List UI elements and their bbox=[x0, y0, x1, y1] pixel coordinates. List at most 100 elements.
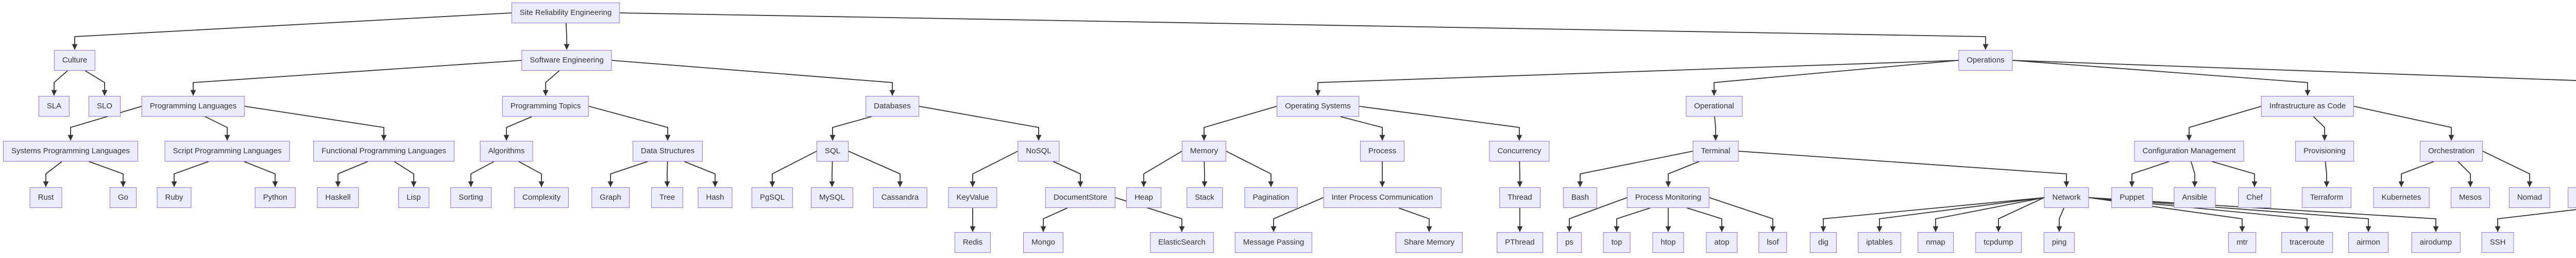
node-mesos: Mesos bbox=[2450, 187, 2490, 208]
node-share-memory: Share Memory bbox=[1395, 232, 1463, 253]
edge-software-engineering-to-programming-languages bbox=[190, 60, 522, 96]
node-heap: Heap bbox=[1126, 187, 1161, 208]
node-kubernetes: Kubernetes bbox=[2373, 187, 2430, 208]
edge-process-monitoring-to-atop bbox=[1687, 207, 1725, 232]
node-airmon: airmon bbox=[2348, 232, 2388, 253]
node-sql: SQL bbox=[816, 141, 849, 162]
node-systems-pl: Systems Programming Languages bbox=[3, 141, 139, 162]
node-puppet: Puppet bbox=[2111, 187, 2153, 208]
edge-sql-to-mysql bbox=[829, 161, 835, 187]
node-nosql: NoSQL bbox=[1018, 141, 1060, 162]
node-bash: Bash bbox=[1563, 187, 1598, 208]
node-terraform: Terraform bbox=[2301, 187, 2352, 208]
edge-sre-to-software-engineering bbox=[564, 23, 570, 50]
node-provisioning: Provisioning bbox=[2295, 141, 2354, 162]
edge-terminal-to-bash bbox=[1577, 151, 1693, 187]
node-lisp: Lisp bbox=[398, 187, 429, 208]
node-process-monitoring: Process Monitoring bbox=[1626, 187, 1710, 208]
edge-programming-topics-to-algorithms bbox=[503, 116, 532, 141]
node-airodump: airodump bbox=[2411, 232, 2461, 253]
node-sorting: Sorting bbox=[450, 187, 492, 208]
edge-functional-pl-to-lisp bbox=[394, 161, 417, 187]
edge-orchestration-to-kubernetes bbox=[2398, 161, 2434, 187]
edge-culture-to-sla bbox=[51, 70, 68, 96]
edge-operational-to-terminal bbox=[1713, 116, 1719, 141]
edge-config-mgmt-to-puppet bbox=[2129, 161, 2170, 187]
edge-operating-systems-to-concurrency bbox=[1359, 106, 1522, 141]
edge-sre-to-culture bbox=[72, 12, 512, 50]
node-documentstore: DocumentStore bbox=[1045, 187, 1116, 208]
node-traceroute: traceroute bbox=[2281, 232, 2333, 253]
node-thread: Thread bbox=[1499, 187, 1540, 208]
node-python: Python bbox=[255, 187, 296, 208]
node-complexity: Complexity bbox=[514, 187, 569, 208]
edge-process-monitoring-to-ps bbox=[1566, 197, 1628, 232]
edge-iac-to-config-mgmt bbox=[2186, 106, 2262, 141]
edge-terminal-to-process-monitoring bbox=[1665, 161, 1700, 187]
edge-process-monitoring-to-lsof bbox=[1709, 197, 1776, 232]
node-script-pl: Script Programming Languages bbox=[164, 141, 290, 162]
edge-memory-to-pagination bbox=[1226, 151, 1274, 187]
node-ps: ps bbox=[1557, 232, 1582, 253]
edge-concurrency-to-thread bbox=[1517, 161, 1523, 187]
edge-functional-pl-to-haskell bbox=[335, 161, 368, 187]
edge-network-to-ping bbox=[2056, 207, 2064, 232]
node-go: Go bbox=[109, 187, 137, 208]
edge-operations-to-iac bbox=[2012, 60, 2311, 96]
edge-data-structures-to-hash bbox=[684, 161, 718, 187]
edge-network-to-tcpdump bbox=[1995, 197, 2044, 232]
node-operations: Operations bbox=[1958, 50, 2013, 71]
edge-network-to-nmap bbox=[1933, 197, 2044, 232]
edge-network-to-iptables bbox=[1876, 197, 2044, 232]
node-memory: Memory bbox=[1181, 141, 1227, 162]
edge-software-engineering-to-databases bbox=[612, 60, 895, 96]
node-dig: dig bbox=[1809, 232, 1837, 253]
node-hash: Hash bbox=[698, 187, 733, 208]
edge-programming-topics-to-data-structures bbox=[588, 106, 671, 141]
edge-provisioning-to-terraform bbox=[2324, 161, 2330, 187]
node-operational: Operational bbox=[1686, 96, 1742, 117]
node-iac: Infrastructure as Code bbox=[2261, 96, 2354, 117]
node-slo: SLO bbox=[88, 96, 121, 117]
edge-data-structures-to-tree bbox=[664, 161, 670, 187]
node-programming-languages: Programming Languages bbox=[141, 96, 245, 117]
edge-memory-to-stack bbox=[1201, 161, 1208, 187]
edge-config-mgmt-to-chef bbox=[2212, 161, 2258, 187]
node-software-engineering: Software Engineering bbox=[521, 50, 612, 71]
node-algorithms: Algorithms bbox=[480, 141, 533, 162]
edge-network-to-traceroute bbox=[2089, 197, 2310, 232]
edge-orchestration-to-mesos bbox=[2458, 161, 2473, 187]
edge-software-engineering-to-programming-topics bbox=[543, 70, 560, 96]
edge-data-structures-to-graph bbox=[607, 161, 648, 187]
node-lsof: lsof bbox=[1758, 232, 1787, 253]
node-ansible: Ansible bbox=[2174, 187, 2216, 208]
edge-algorithms-to-sorting bbox=[468, 161, 495, 187]
node-pthread: PThread bbox=[1497, 232, 1543, 253]
node-network: Network bbox=[2044, 187, 2089, 208]
node-chef: Chef bbox=[2238, 187, 2271, 208]
node-nomad: Nomad bbox=[2509, 187, 2551, 208]
edge-operations-to-operating-systems bbox=[1315, 60, 1959, 96]
node-pgsql: PgSQL bbox=[751, 187, 793, 208]
node-tree: Tree bbox=[651, 187, 684, 208]
node-atop: atop bbox=[1706, 232, 1738, 253]
edge-script-pl-to-python bbox=[244, 161, 278, 187]
node-keyvalue: KeyValue bbox=[948, 187, 997, 208]
edge-operating-systems-to-process bbox=[1340, 116, 1385, 141]
edge-nosql-to-documentstore bbox=[1053, 161, 1083, 187]
node-config-mgmt: Configuration Management bbox=[2134, 141, 2244, 162]
edge-iac-to-provisioning bbox=[2313, 116, 2328, 141]
edge-systems-pl-to-rust bbox=[43, 161, 62, 187]
node-mongo: Mongo bbox=[1023, 232, 1063, 253]
node-tcpdump: tcpdump bbox=[1975, 232, 2022, 253]
node-htop: htop bbox=[1652, 232, 1684, 253]
node-ipc: Inter Process Communication bbox=[1323, 187, 1442, 208]
node-iptables: iptables bbox=[1858, 232, 1901, 253]
edge-operating-systems-to-memory bbox=[1201, 106, 1277, 141]
node-culture: Culture bbox=[54, 50, 96, 71]
node-programming-topics: Programming Topics bbox=[502, 96, 589, 117]
node-cassandra: Cassandra bbox=[873, 187, 927, 208]
edge-sql-to-cassandra bbox=[848, 151, 903, 187]
edge-ipc-to-message-passing bbox=[1270, 197, 1324, 232]
node-ssh: SSH bbox=[2481, 232, 2514, 253]
